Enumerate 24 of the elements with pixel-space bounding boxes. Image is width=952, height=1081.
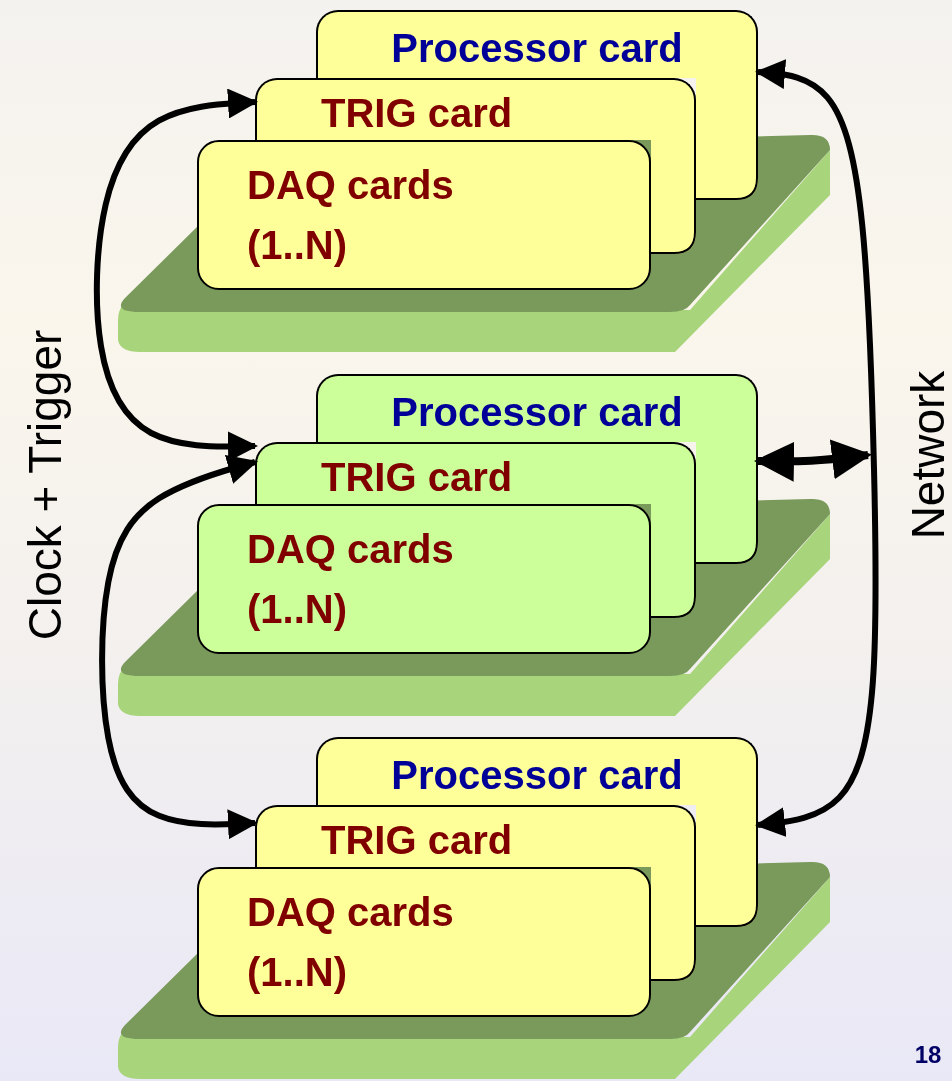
card	[255, 805, 696, 867]
card-title: Processor card	[390, 25, 684, 72]
card	[197, 140, 651, 290]
page-number: 18	[914, 1041, 942, 1069]
axis-caption: Network	[901, 370, 952, 540]
arrow	[99, 455, 258, 840]
card-title: TRIG card	[321, 90, 514, 137]
arrow	[755, 59, 879, 837]
card-title: DAQ cards (1..N)	[247, 162, 455, 269]
card	[197, 504, 651, 654]
card	[316, 10, 758, 78]
card-title: DAQ cards (1..N)	[247, 889, 455, 996]
card-title: TRIG card	[321, 817, 514, 864]
card	[316, 737, 758, 805]
card-title: TRIG card	[321, 454, 514, 501]
arrow	[754, 439, 872, 482]
card	[316, 374, 758, 442]
card-title: Processor card	[390, 752, 684, 799]
axis-caption: Clock + Trigger	[18, 329, 72, 641]
card	[255, 442, 696, 504]
card-title: DAQ cards (1..N)	[247, 526, 455, 633]
card-title: Processor card	[390, 389, 684, 436]
card	[197, 867, 651, 1017]
card	[255, 78, 696, 140]
